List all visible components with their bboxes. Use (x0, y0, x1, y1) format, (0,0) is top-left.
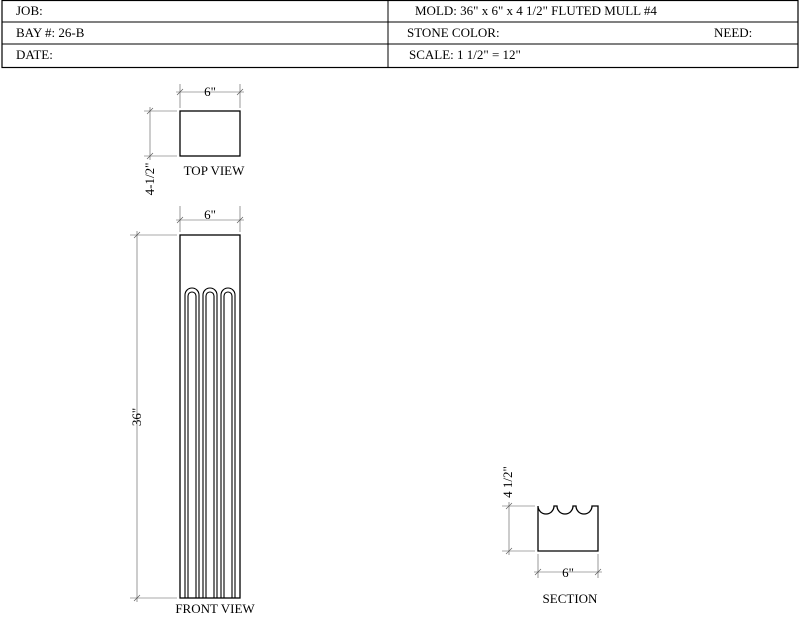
flute-1 (184, 287, 200, 598)
flute-2 (202, 287, 218, 598)
title-block: JOB: MOLD: 36" x 6" x 4 1/2" FLUTED MULL… (2, 0, 798, 68)
flute-1-inner (187, 291, 197, 598)
front-view-width-dimension (176, 206, 244, 232)
stone-color-field: STONE COLOR: (407, 25, 500, 40)
top-view-outline (179, 110, 241, 157)
front-view: 6" 36" FRONT VIEW (129, 206, 255, 616)
section-height-label: 4 1/2" (500, 466, 515, 498)
front-view-outline (179, 234, 241, 599)
front-view-height-label: 36" (129, 408, 144, 426)
section-height-dimension (502, 502, 535, 555)
front-view-height-dimension (130, 231, 177, 602)
front-view-label: FRONT VIEW (175, 601, 255, 616)
front-view-width-label: 6" (204, 207, 216, 222)
scale-field: SCALE: 1 1/2" = 12" (409, 47, 521, 62)
top-view: 6" 4-1/2" TOP VIEW (142, 84, 245, 195)
top-view-width-label: 6" (204, 84, 216, 99)
section-width-label: 6" (562, 565, 574, 580)
section-width-dimension (534, 554, 602, 578)
section-view: 4 1/2" 6" SECTION (500, 466, 602, 606)
section-label: SECTION (543, 591, 599, 606)
mold-field: MOLD: 36" x 6" x 4 1/2" FLUTED MULL #4 (415, 3, 657, 18)
top-view-width-dimension (176, 84, 244, 108)
flute-3-inner (223, 291, 233, 598)
need-field: NEED: (714, 25, 753, 40)
flute-2-inner (205, 291, 215, 598)
flute-3 (220, 287, 236, 598)
section-profile (537, 505, 599, 552)
date-field: DATE: (16, 47, 53, 62)
top-view-label: TOP VIEW (184, 163, 246, 178)
top-view-depth-label: 4-1/2" (142, 163, 157, 196)
job-field: JOB: (16, 3, 43, 18)
top-view-depth-dimension (144, 107, 177, 160)
bay-field: BAY #: 26-B (16, 25, 85, 40)
front-view-flutes (184, 287, 236, 598)
